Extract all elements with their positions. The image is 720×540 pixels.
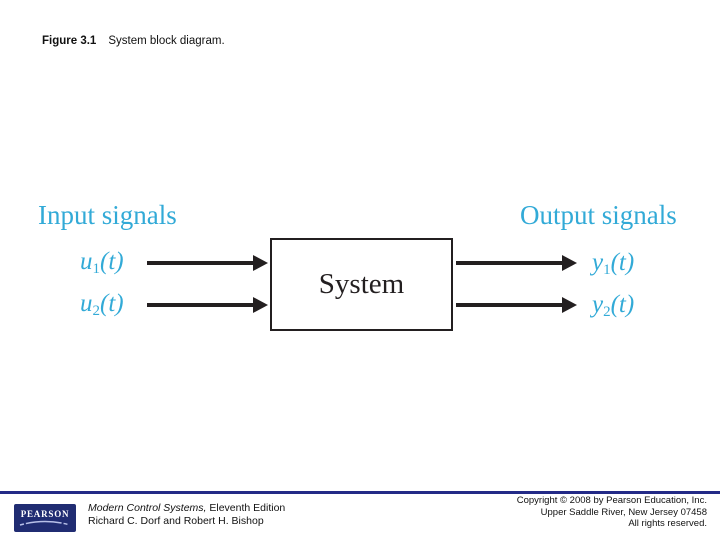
arrow-head-icon xyxy=(562,297,577,313)
arrow-shaft xyxy=(456,261,564,265)
signal-arg: (t) xyxy=(100,248,124,275)
figure-title: Figure 3.1 System block diagram. xyxy=(42,34,225,48)
arrow-head-icon xyxy=(253,297,268,313)
system-block: System xyxy=(270,238,453,331)
signal-subscript: 1 xyxy=(92,261,101,278)
signal-base: y xyxy=(592,249,604,276)
arrow-shaft xyxy=(147,261,255,265)
figure-caption: System block diagram. xyxy=(108,35,225,47)
input-signal-label-u1: u1(t) xyxy=(80,245,124,279)
signal-base: u xyxy=(80,290,93,317)
arrow-head-icon xyxy=(253,255,268,271)
book-title: Modern Control Systems, xyxy=(88,502,207,514)
signal-arg: (t) xyxy=(610,291,635,318)
book-authors: Richard C. Dorf and Robert H. Bishop xyxy=(88,515,264,527)
input-signals-label: Input signals xyxy=(38,200,177,230)
arrow-shaft xyxy=(456,303,564,307)
signal-base: y xyxy=(592,291,604,318)
book-edition: Eleventh Edition xyxy=(206,502,286,514)
signal-arg: (t) xyxy=(610,249,635,276)
footer-divider xyxy=(0,491,720,494)
pearson-logo: PEARSON xyxy=(14,504,76,532)
arrow-shaft xyxy=(147,303,255,307)
pearson-logo-text: PEARSON xyxy=(20,509,70,519)
signal-base: u xyxy=(80,248,93,275)
system-block-label: System xyxy=(318,268,405,300)
signal-subscript: 2 xyxy=(92,303,101,320)
copyright-block: Copyright © 2008 by Pearson Education, I… xyxy=(517,495,707,530)
output-arrow-1 xyxy=(456,255,577,271)
pearson-swoosh-icon xyxy=(19,520,71,526)
book-title-line: Modern Control Systems, Eleventh Edition xyxy=(88,502,285,515)
output-signals-label: Output signals xyxy=(520,200,677,230)
copyright-line-2: Upper Saddle River, New Jersey 07458 xyxy=(540,506,707,518)
input-signal-label-u2: u2(t) xyxy=(80,287,124,321)
input-arrow-1 xyxy=(147,255,268,271)
figure-label: Figure 3.1 xyxy=(42,35,97,47)
signal-subscript: 2 xyxy=(603,304,611,321)
input-arrow-2 xyxy=(147,297,268,313)
book-info: Modern Control Systems, Eleventh Edition… xyxy=(88,502,285,528)
copyright-line-3: All rights reserved. xyxy=(628,518,707,529)
copyright-line-1: Copyright © 2008 by Pearson Education, I… xyxy=(516,495,707,506)
signal-arg: (t) xyxy=(100,290,124,317)
signal-subscript: 1 xyxy=(603,262,611,279)
output-signal-label-y1: y1(t) xyxy=(592,246,634,280)
output-arrow-2 xyxy=(456,297,577,313)
output-signal-label-y2: y2(t) xyxy=(592,288,634,322)
arrow-head-icon xyxy=(562,255,577,271)
